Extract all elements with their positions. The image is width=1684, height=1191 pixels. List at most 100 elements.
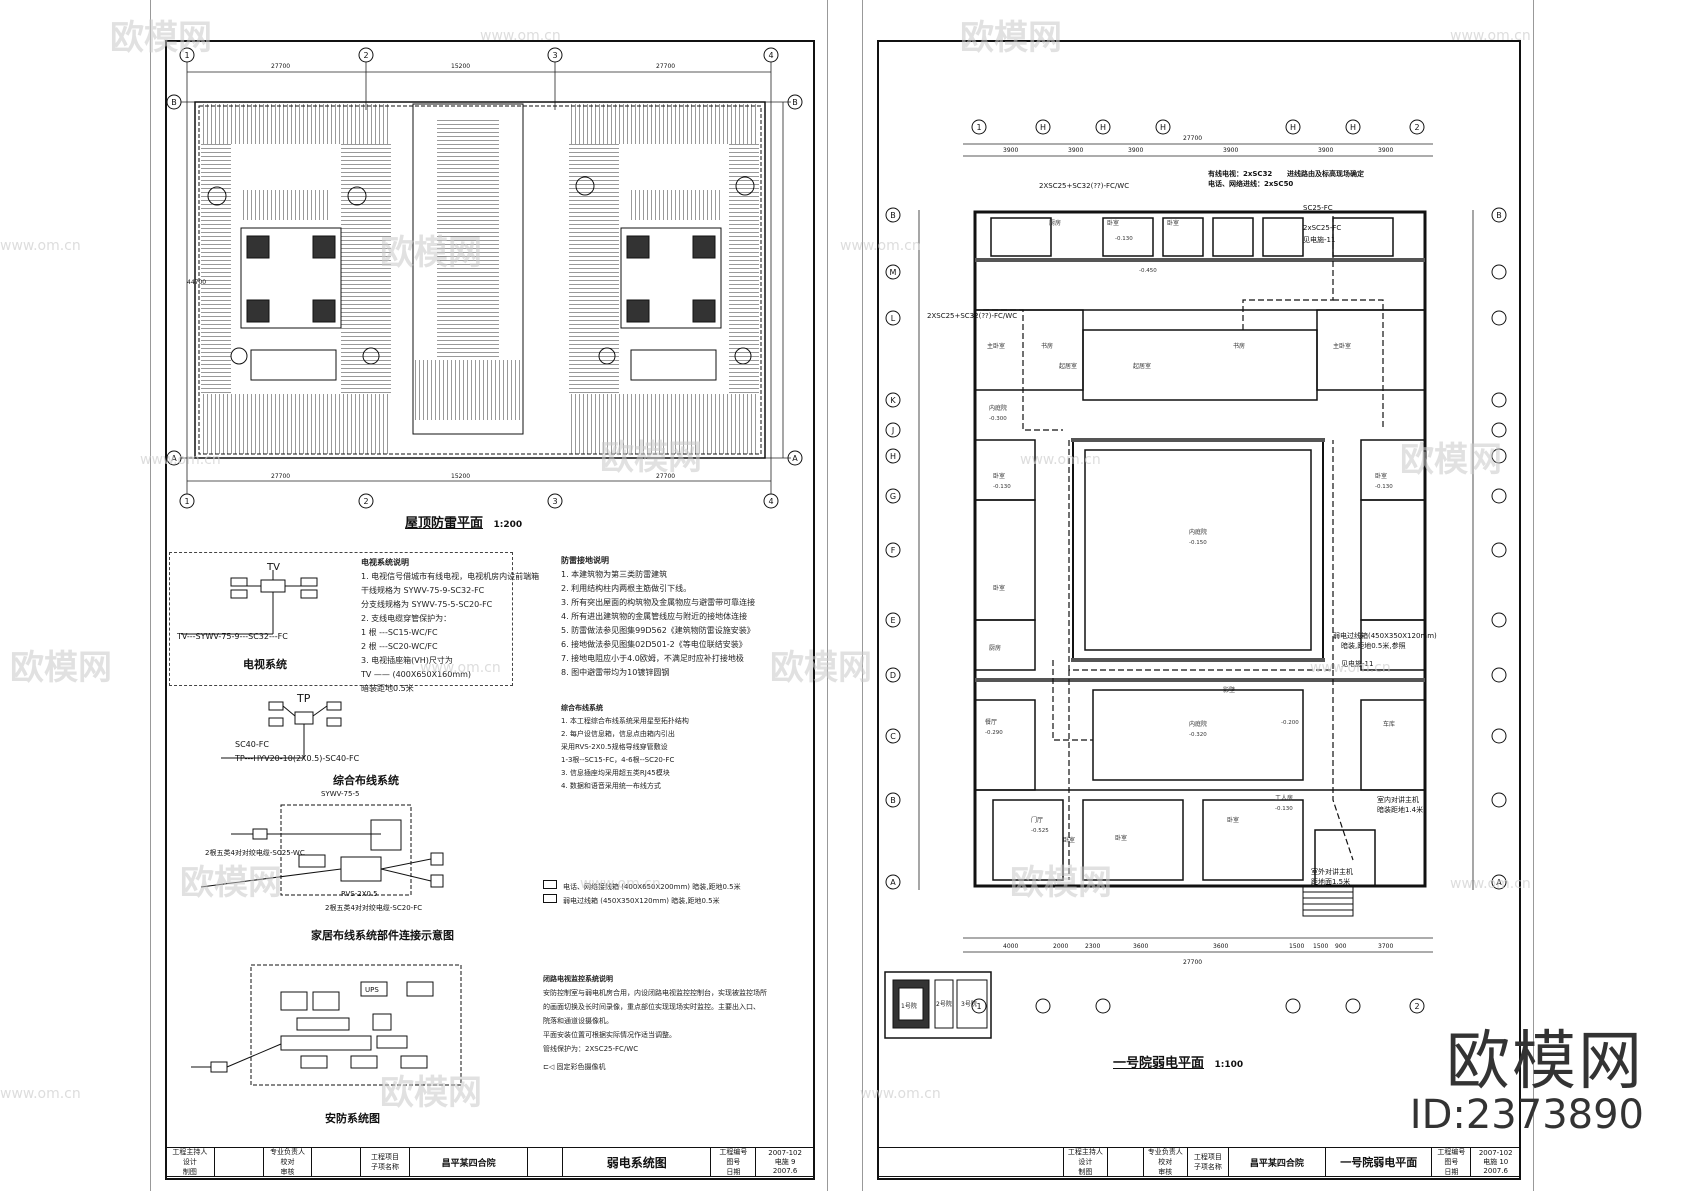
svg-text:-0.130: -0.130: [1375, 484, 1393, 490]
svg-text:2: 2: [363, 497, 368, 506]
svg-text:3900: 3900: [1378, 147, 1393, 154]
svg-text:2300: 2300: [1085, 943, 1100, 950]
tp-line1: SC40-FC: [235, 740, 269, 749]
watermark-url: www.om.cn: [1450, 876, 1531, 892]
svg-text:J: J: [891, 426, 894, 435]
svg-text:15200: 15200: [451, 473, 470, 480]
watermark-logo: 欧模网: [1400, 440, 1502, 480]
svg-text:2号院: 2号院: [936, 1000, 952, 1008]
svg-text:卧室: 卧室: [1115, 834, 1127, 842]
svg-text:2: 2: [363, 51, 368, 60]
svg-text:工人房: 工人房: [1275, 794, 1293, 802]
svg-text:F: F: [891, 546, 896, 555]
svg-text:2XSC25+SC32(??)-FC/WC: 2XSC25+SC32(??)-FC/WC: [927, 312, 1017, 320]
svg-text:27700: 27700: [656, 473, 675, 480]
svg-text:1: 1: [184, 497, 189, 506]
svg-text:900: 900: [1335, 943, 1347, 950]
svg-text:3600: 3600: [1133, 943, 1148, 950]
svg-text:27700: 27700: [1183, 959, 1202, 966]
svg-text:主卧室: 主卧室: [987, 342, 1005, 350]
roof-lightning-plan: 27700 15200 27700 27700 15200 27700 4470…: [166, 47, 803, 509]
svg-text:-0.130: -0.130: [1115, 236, 1133, 242]
svg-text:27700: 27700: [656, 63, 675, 70]
svg-text:C: C: [890, 732, 896, 741]
roof-plan-title: 屋顶防雷平面 1:200: [405, 516, 523, 531]
watermark-url: www.om.cn: [0, 1086, 81, 1102]
tv-notes: 电视系统说明 1. 电视信号借城市有线电视，电视机房内设前端箱 干线规格为 SY…: [361, 558, 540, 693]
svg-text:H: H: [1290, 123, 1296, 132]
svg-text:卧室: 卧室: [993, 584, 1005, 592]
svg-text:3: 3: [552, 497, 557, 506]
left-drawing-sheet: 27700 15200 27700 27700 15200 27700 4470…: [150, 0, 828, 1191]
svg-text:-0.320: -0.320: [1189, 732, 1207, 738]
brand-logo-text: 欧模网: [1446, 1025, 1644, 1099]
svg-text:门厅: 门厅: [1031, 816, 1043, 824]
svg-text:1: 1: [976, 123, 981, 132]
svg-text:起居室: 起居室: [1133, 362, 1151, 370]
svg-text:44700: 44700: [187, 279, 206, 286]
svg-text:-0.450: -0.450: [1139, 268, 1157, 274]
weak-current-floor-plan: 1 H H H H H 2 1 2 B M L K J H G F E D C …: [885, 119, 1507, 1014]
tv-system-box: [169, 552, 513, 686]
svg-text:-0.300: -0.300: [989, 416, 1007, 422]
key-plan: 1号院 2号院 3号院: [884, 971, 992, 1039]
svg-text:TP: TP: [296, 692, 311, 705]
watermark-url: www.om.cn: [840, 238, 921, 254]
svg-text:卧室: 卧室: [1227, 816, 1239, 824]
svg-text:卧室: 卧室: [993, 472, 1005, 480]
svg-text:27700: 27700: [271, 473, 290, 480]
home-label3: RVS-2X0.5: [341, 890, 378, 898]
watermark-logo: 欧模网: [960, 18, 1062, 58]
svg-text:UPS: UPS: [365, 986, 379, 994]
home-label4: 2根五类4对对绞电缆-SC20-FC: [325, 904, 423, 912]
svg-text:卧室: 卧室: [1107, 219, 1119, 227]
left-title-block: 工程主持人设计制图 专业负责人校对审核 工程项目子项名称 昌平某四合院 弱电系统…: [165, 1147, 815, 1177]
svg-text:A: A: [792, 454, 798, 463]
svg-text:G: G: [890, 492, 896, 501]
svg-text:3900: 3900: [1318, 147, 1333, 154]
svg-text:1: 1: [976, 1002, 981, 1011]
integrated-wiring-notes: 综合布线系统 1. 本工程综合布线系统采用星型拓扑结构 2. 每户设信息箱，信息…: [561, 704, 689, 790]
svg-text:1号院: 1号院: [901, 1002, 917, 1010]
svg-text:H: H: [1100, 123, 1106, 132]
svg-text:起居室: 起居室: [1059, 362, 1077, 370]
svg-text:3: 3: [552, 51, 557, 60]
svg-text:D: D: [890, 671, 896, 680]
svg-text:卧室: 卧室: [1167, 219, 1179, 227]
brand-id: ID:2373890: [1409, 1092, 1644, 1138]
svg-text:内庭院: 内庭院: [1189, 720, 1207, 728]
svg-text:2000: 2000: [1053, 943, 1068, 950]
svg-text:见电施-11: 见电施-11: [1303, 235, 1335, 244]
roof-hatch-left: [201, 104, 391, 454]
svg-text:A: A: [1496, 878, 1502, 887]
tv-cable-spec: TV---SYWV-75-9---SC32---FC: [177, 632, 288, 641]
watermark-url: www.om.cn: [140, 452, 221, 468]
svg-text:卧室: 卧室: [1375, 472, 1387, 480]
svg-text:车库: 车库: [1383, 720, 1395, 728]
svg-text:3900: 3900: [1068, 147, 1083, 154]
svg-text:1: 1: [184, 51, 189, 60]
watermark-url: www.om.cn: [1020, 452, 1101, 468]
lightning-notes: 防雷接地说明 1. 本建筑物为第三类防雷建筑 2. 利用结构柱内两根主筋做引下线…: [561, 556, 756, 677]
watermark-logo: 欧模网: [600, 438, 702, 478]
svg-text:3600: 3600: [1213, 943, 1228, 950]
tv-system-diagram: TV: [181, 562, 318, 635]
svg-text:4000: 4000: [1003, 943, 1018, 950]
svg-text:4: 4: [768, 497, 773, 506]
roof-hatch-right: [569, 104, 759, 454]
svg-text:2xSC25-FC: 2xSC25-FC: [1303, 224, 1341, 232]
svg-text:有线电视：2xSC32: 有线电视：2xSC32: [1208, 169, 1272, 178]
security-system-diagram: UPS: [191, 964, 462, 1086]
svg-text:1500: 1500: [1289, 943, 1304, 950]
watermark-logo: 欧模网: [110, 18, 212, 58]
svg-text:27700: 27700: [271, 63, 290, 70]
svg-text:距地面1.5米: 距地面1.5米: [1311, 877, 1350, 886]
svg-text:内庭院: 内庭院: [989, 404, 1007, 412]
watermark-url: www.om.cn: [0, 238, 81, 254]
svg-text:3900: 3900: [1128, 147, 1143, 154]
svg-text:室内对讲主机: 室内对讲主机: [1377, 795, 1419, 804]
right-sheet-frame: [877, 40, 1521, 1180]
svg-text:主卧室: 主卧室: [1333, 342, 1351, 350]
svg-text:进线路由及标高现场确定: 进线路由及标高现场确定: [1287, 169, 1364, 178]
watermark-logo: 欧模网: [380, 233, 482, 273]
